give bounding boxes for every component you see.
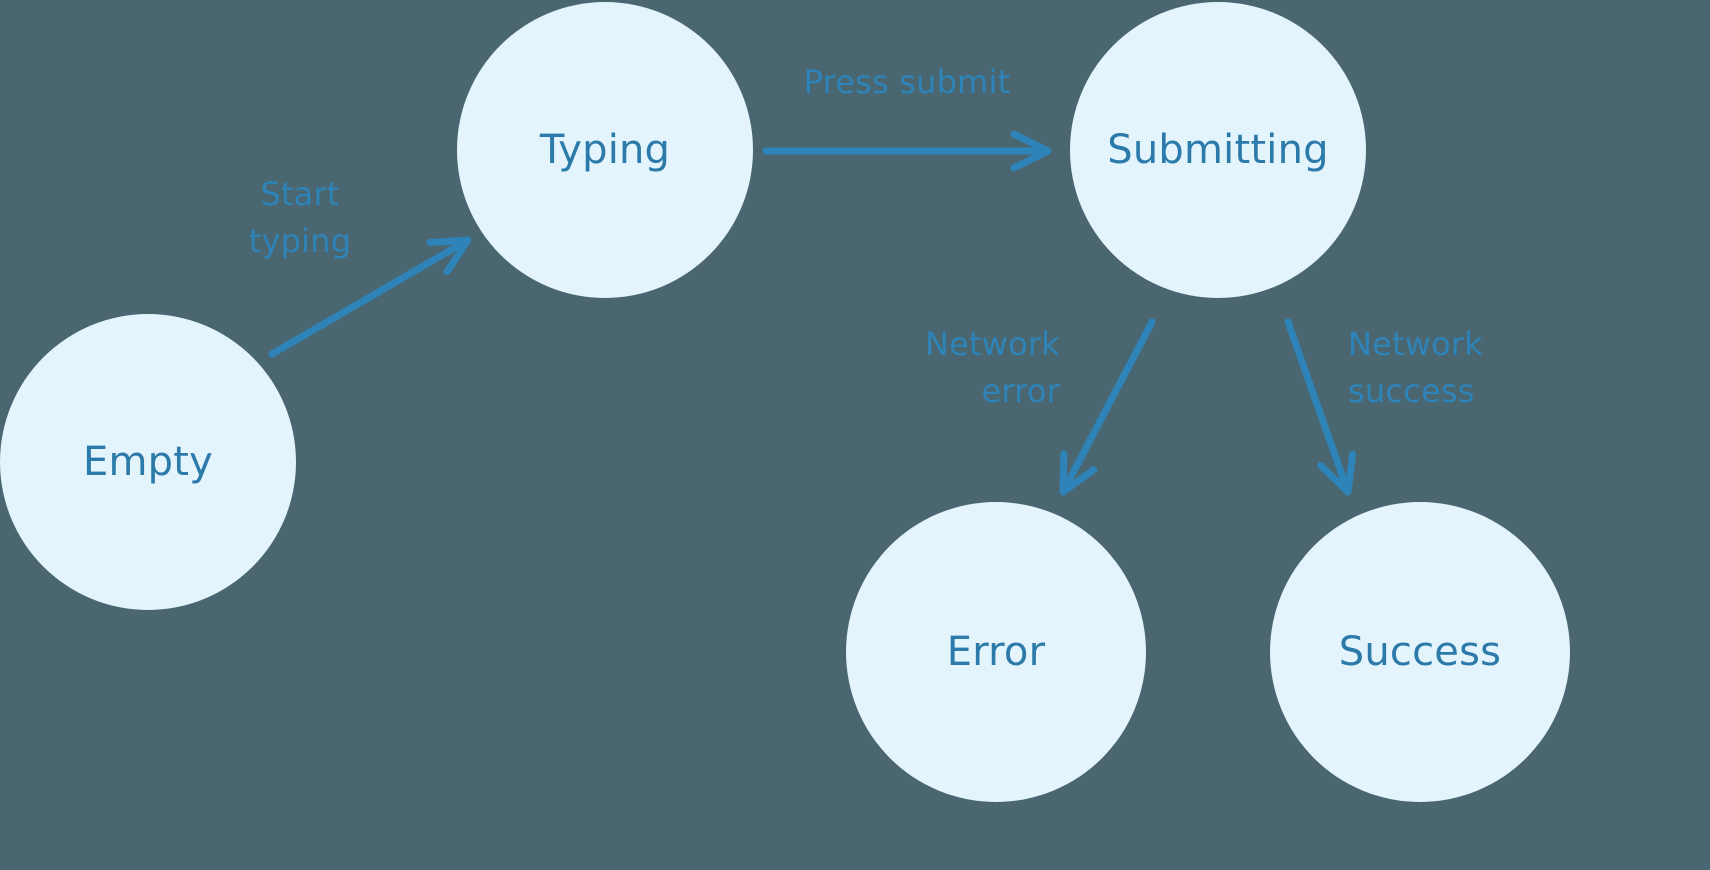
- state-label: Error: [947, 629, 1046, 675]
- edge-label-line: Network: [1348, 325, 1483, 363]
- edge-label-typing-to-submitting: Press submit: [804, 63, 1011, 101]
- edge-submitting-to-error: [1059, 318, 1156, 496]
- state-node-success[interactable]: Success: [1270, 502, 1570, 802]
- edge-label-submitting-to-error: Network error: [925, 325, 1061, 410]
- state-circle[interactable]: [0, 314, 296, 610]
- edge-label-line: success: [1348, 372, 1475, 410]
- edge-submitting-to-success: [1284, 318, 1357, 496]
- edge-line: [1284, 318, 1349, 488]
- state-node-error[interactable]: Error: [846, 502, 1146, 802]
- state-label: Submitting: [1107, 127, 1328, 173]
- edge-label-empty-to-typing: Start typing: [249, 175, 351, 260]
- edge-arrowhead: [1317, 450, 1357, 496]
- state-circle[interactable]: [1270, 502, 1570, 802]
- edge-typing-to-submitting: [762, 130, 1052, 172]
- edge-label-line: Press submit: [804, 63, 1011, 101]
- edge-line: [1063, 318, 1156, 489]
- edges-layer: [268, 130, 1357, 496]
- state-label: Empty: [83, 439, 213, 485]
- state-node-submitting[interactable]: Submitting: [1070, 2, 1366, 298]
- edge-arrowhead: [1010, 130, 1052, 172]
- state-node-typing[interactable]: Typing: [457, 2, 753, 298]
- state-circle[interactable]: [1070, 2, 1366, 298]
- edge-line: [268, 240, 465, 358]
- edge-label-line: Start: [260, 175, 339, 213]
- edge-arrowhead: [1059, 450, 1098, 496]
- state-circle[interactable]: [457, 2, 753, 298]
- edge-label-line: error: [982, 372, 1061, 410]
- edge-label-submitting-to-success: Network success: [1348, 325, 1483, 410]
- state-label: Success: [1339, 629, 1501, 675]
- state-label: Typing: [539, 127, 670, 173]
- edge-arrowhead: [426, 236, 472, 276]
- edge-label-line: Network: [925, 325, 1060, 363]
- state-circle[interactable]: [846, 502, 1146, 802]
- edge-empty-to-typing: [268, 236, 472, 358]
- state-node-empty[interactable]: Empty: [0, 314, 296, 610]
- edge-label-line: typing: [249, 222, 351, 260]
